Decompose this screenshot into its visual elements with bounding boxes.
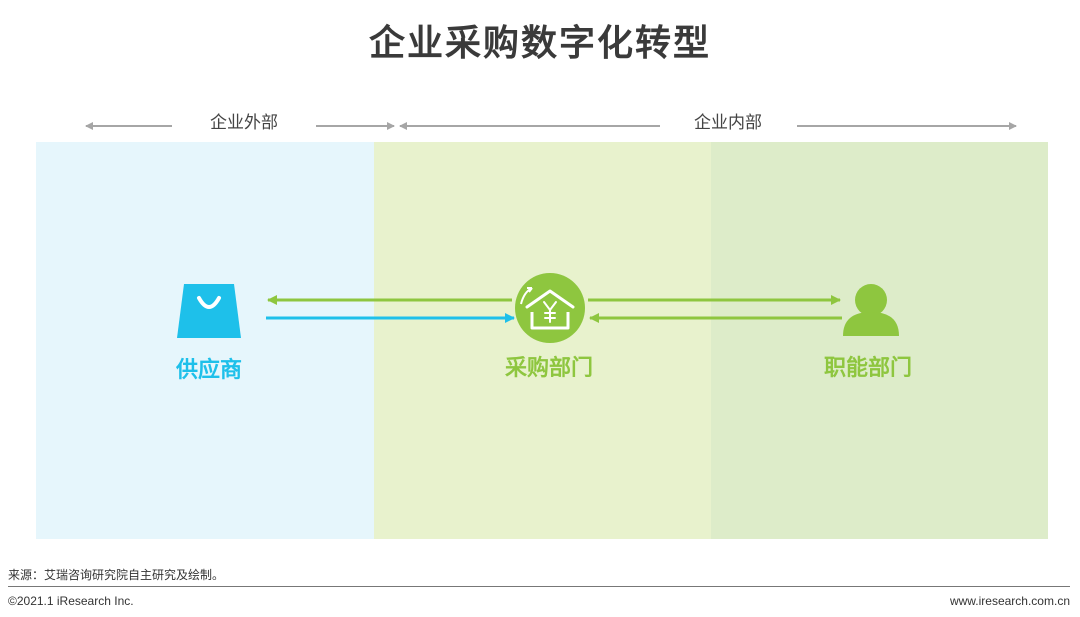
internal-scope-label: 企业内部: [688, 108, 768, 133]
supplier-label: 供应商: [176, 358, 243, 383]
person-icon: [843, 284, 899, 336]
yuan-house-icon: [515, 273, 585, 343]
functional-label: 职能部门: [824, 356, 913, 381]
page-title: 企业采购数字化转型: [368, 23, 711, 64]
copyright: ©2021.1 iResearch Inc.: [8, 594, 134, 608]
source-note: 来源：艾瑞咨询研究院自主研究及绘制。: [8, 568, 225, 582]
procurement-label: 采购部门: [505, 356, 594, 381]
external-zone: [36, 142, 374, 539]
footer-divider: [8, 586, 1070, 587]
functional-zone: [711, 142, 1048, 539]
website-link[interactable]: www.iresearch.com.cn: [949, 594, 1070, 608]
shopping-bag-icon: [177, 284, 241, 338]
external-scope-label: 企业外部: [204, 108, 284, 133]
